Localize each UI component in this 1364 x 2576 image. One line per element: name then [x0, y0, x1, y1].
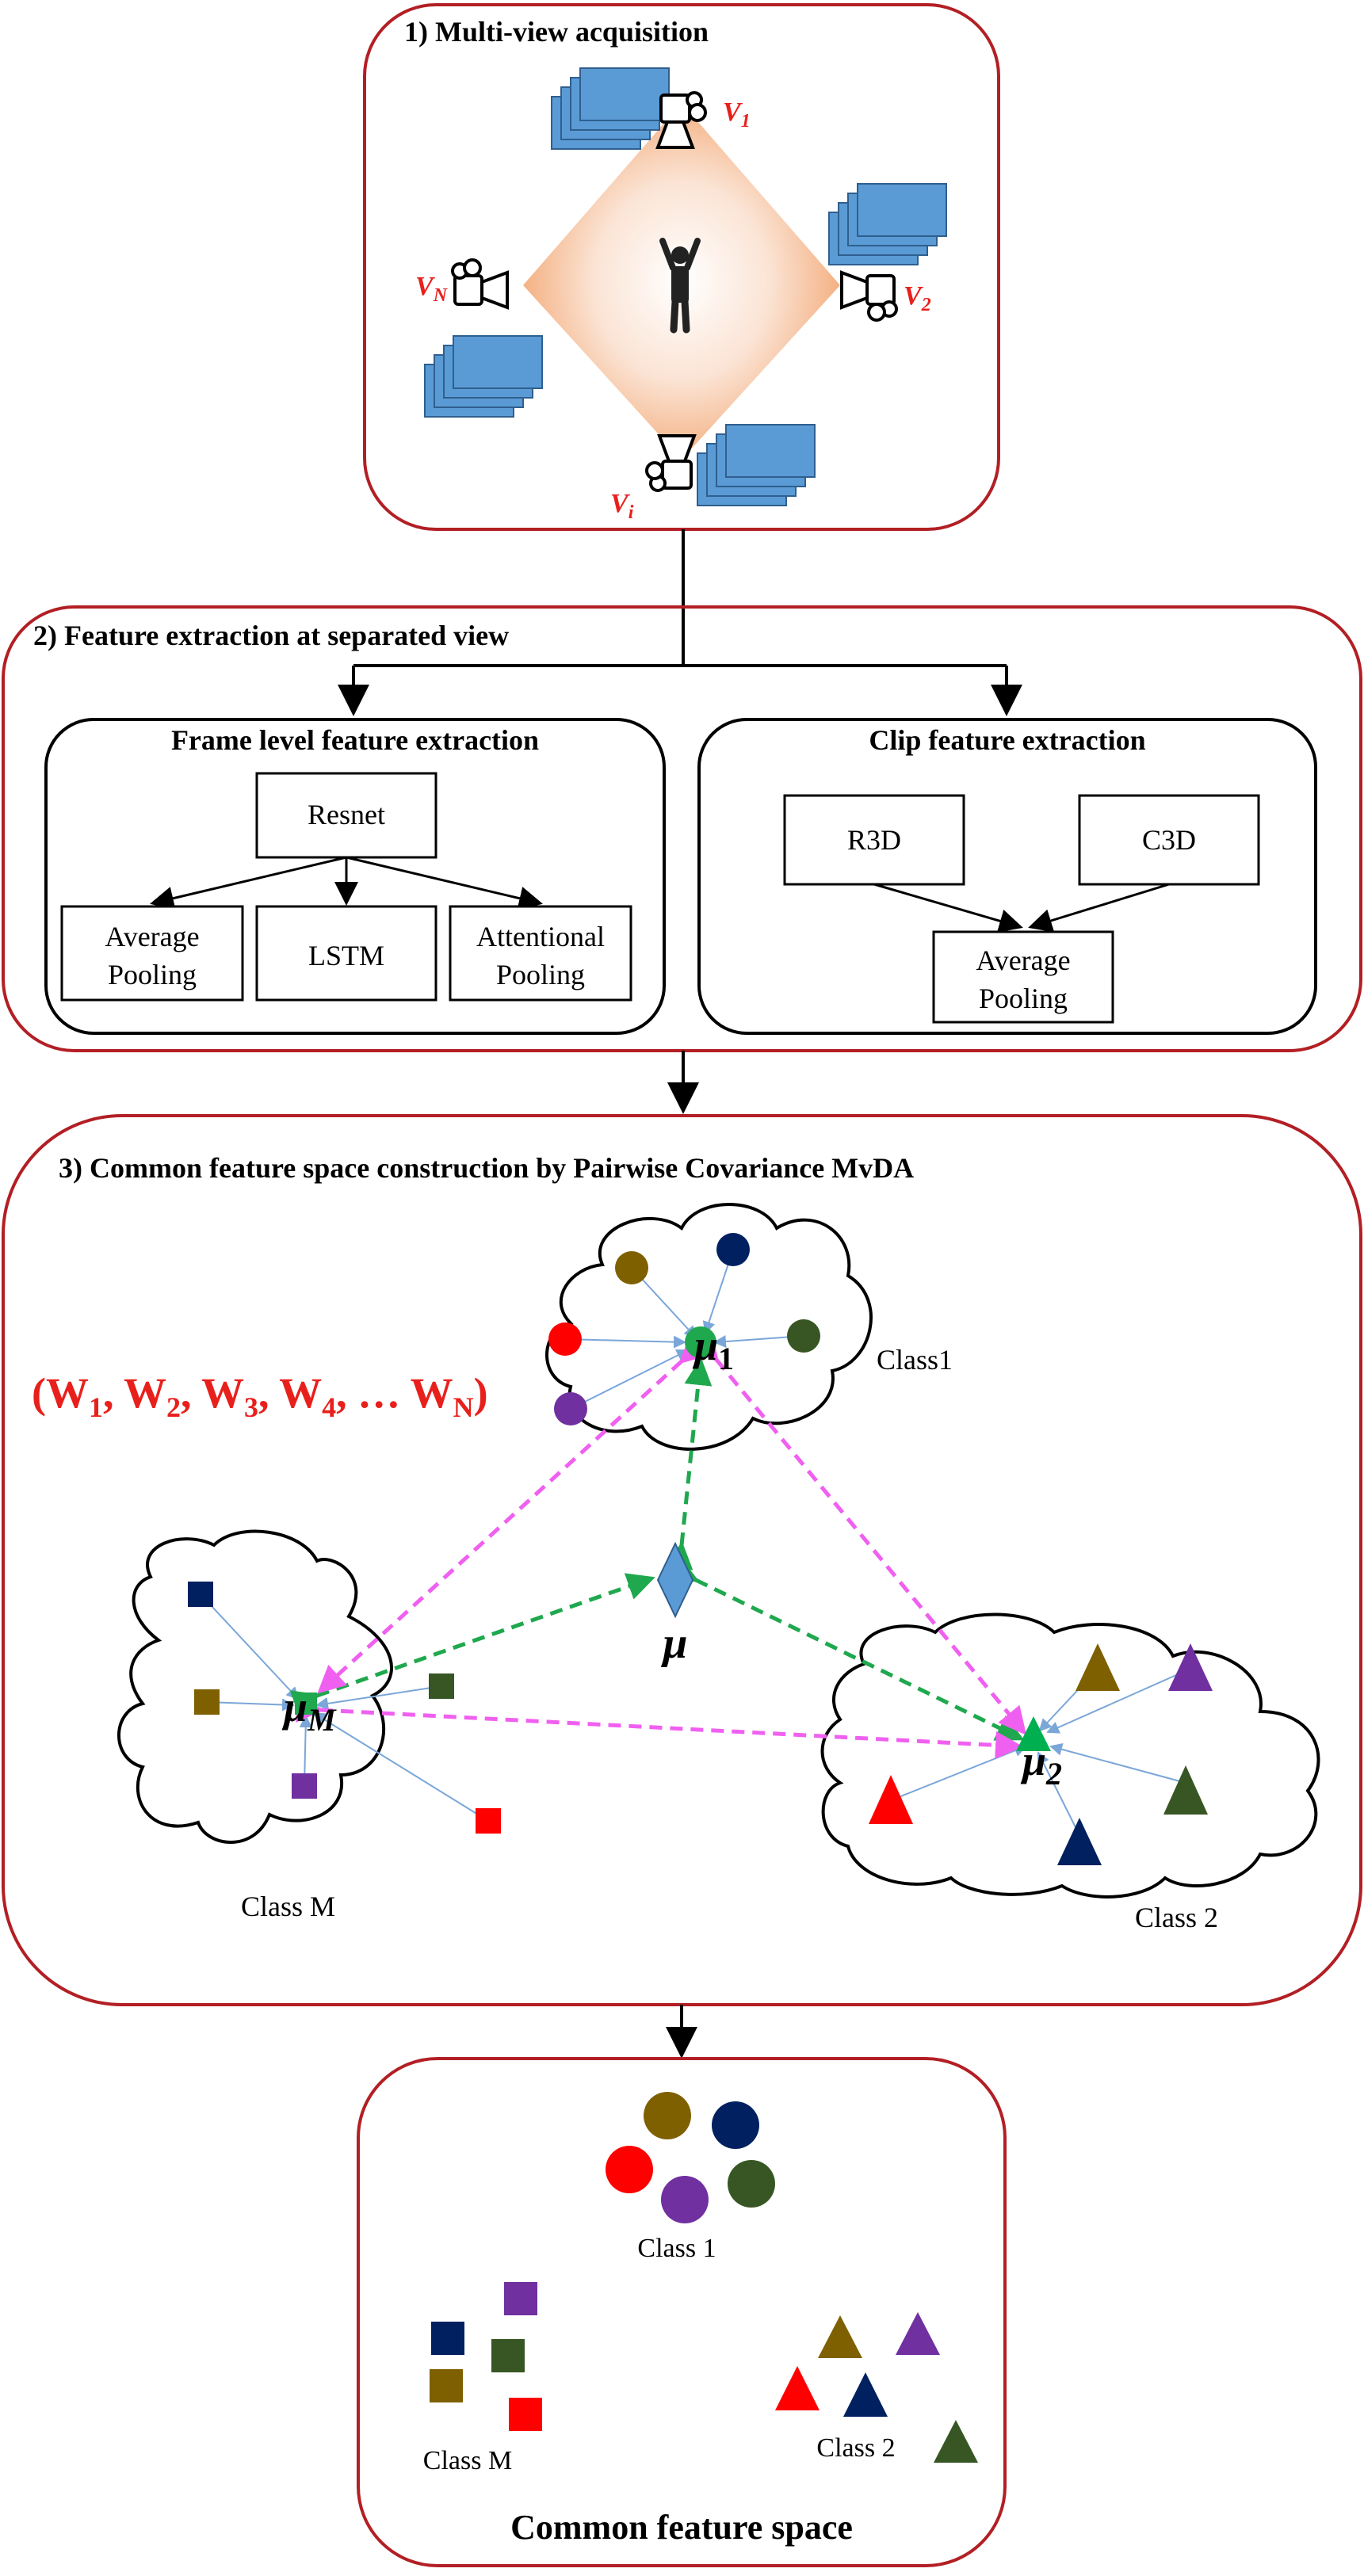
view-label-vi: Vi — [610, 489, 634, 523]
view-label-vn: VN — [415, 272, 449, 306]
classM-point — [194, 1689, 220, 1715]
class2-mean-marker — [1016, 1716, 1051, 1751]
class2-point — [869, 1775, 913, 1824]
resnet-box — [255, 772, 437, 859]
section1-panel: 1) Multi-view acquisition V1 V2 VN Vi — [363, 3, 1000, 531]
frame-level-title: Frame level feature extraction — [171, 724, 539, 756]
r3d-label: R3D — [847, 824, 901, 856]
clip-title: Clip feature extraction — [869, 724, 1145, 756]
class2-point — [775, 2366, 820, 2410]
common-class1-label: Class 1 — [637, 2234, 716, 2263]
pairwise-mean-links — [296, 1332, 1027, 1759]
person-icon — [659, 238, 701, 334]
r3d-box — [783, 794, 965, 886]
class1-mean-marker — [685, 1326, 716, 1358]
common-class1-cluster — [606, 2092, 775, 2223]
class1-point — [554, 1392, 587, 1425]
classM-point — [429, 1673, 454, 1699]
lstm-box — [255, 905, 437, 1002]
common-classM-cluster — [430, 2282, 542, 2431]
attentional-pooling-label-2: Pooling — [496, 959, 585, 990]
classM-point — [188, 1582, 213, 1607]
average-pooling-label-1: Average — [105, 921, 199, 952]
view-label-v2: V2 — [904, 281, 931, 315]
attentional-pooling-label-1: Attentional — [476, 921, 605, 952]
class1-point — [712, 2101, 759, 2149]
section2-title: 2) Feature extraction at separated view — [33, 620, 509, 651]
class2-point — [1057, 1818, 1102, 1865]
classM-label: Class M — [241, 1891, 335, 1922]
section4-panel: Class 1 Class M Class 2 Common feature s… — [357, 2057, 1007, 2567]
classM-mean-label: μM — [281, 1683, 337, 1738]
class2-point — [896, 2312, 940, 2355]
class1-label: Class1 — [877, 1344, 953, 1376]
class1-point — [606, 2146, 653, 2193]
class2-mean-label: μ2 — [1020, 1737, 1062, 1792]
class1-point — [615, 1251, 648, 1284]
class1-point — [716, 1233, 750, 1266]
classM-point — [491, 2339, 525, 2372]
classM-points — [188, 1582, 501, 1834]
attentional-pooling-box — [449, 905, 632, 1002]
global-mean-diamond — [656, 1541, 694, 1619]
class2-point — [1163, 1765, 1208, 1815]
classM-point — [430, 2369, 463, 2402]
average-pooling-label-2: Pooling — [108, 959, 197, 990]
view-label-v1: V1 — [723, 97, 751, 132]
class1-point — [644, 2092, 691, 2139]
class1-point — [548, 1322, 582, 1356]
section4-frame — [357, 2057, 1007, 2567]
classM-point — [504, 2282, 537, 2315]
c3d-label: C3D — [1142, 824, 1196, 856]
section4-title: Common feature space — [510, 2508, 853, 2547]
clip-average-pooling-label-1: Average — [976, 945, 1070, 976]
lstm-label: LSTM — [308, 940, 384, 971]
classM-point — [292, 1773, 317, 1799]
common-class2-cluster — [775, 2312, 978, 2463]
clip-average-pooling-label-2: Pooling — [979, 983, 1068, 1014]
class1-point — [661, 2176, 709, 2223]
section3-panel: 3) Common feature space construction by … — [2, 1114, 1362, 2006]
section1-title: 1) Multi-view acquisition — [404, 16, 709, 48]
class1-mean-label: μ1 — [692, 1322, 734, 1376]
clip-panel: Clip feature extraction R3D C3D Average … — [697, 718, 1317, 1035]
common-classM-label: Class M — [423, 2446, 512, 2475]
classM-mean-marker — [295, 1693, 317, 1715]
average-pooling-box — [60, 905, 244, 1002]
connector-1-2 — [338, 529, 1022, 716]
section3-title: 3) Common feature space construction by … — [59, 1152, 914, 1184]
classM-point — [431, 2322, 464, 2355]
class2-point — [1168, 1643, 1213, 1691]
global-mean-label: μ — [660, 1619, 687, 1668]
resnet-label: Resnet — [308, 799, 385, 830]
class1-point — [787, 1319, 820, 1353]
class2-point — [1076, 1643, 1120, 1691]
section2-panel: 2) Feature extraction at separated view … — [2, 605, 1362, 1052]
class1-points — [548, 1233, 820, 1425]
class2-point — [843, 2372, 888, 2417]
frame-level-panel: Frame level feature extraction Resnet Av… — [44, 718, 666, 1035]
class2-label: Class 2 — [1135, 1902, 1218, 1933]
common-class2-label: Class 2 — [816, 2433, 895, 2463]
classM-point — [509, 2398, 542, 2431]
clip-average-pooling-box — [932, 930, 1114, 1024]
class2-points — [869, 1643, 1213, 1865]
projection-weights: (W1, W2, W3, W4, … WN) — [32, 1369, 488, 1423]
classM-point — [476, 1808, 501, 1834]
class1-point — [728, 2160, 775, 2208]
class2-point — [934, 2420, 978, 2463]
c3d-box — [1078, 794, 1260, 886]
class2-point — [818, 2315, 862, 2358]
classM-cloud — [117, 1529, 393, 1844]
